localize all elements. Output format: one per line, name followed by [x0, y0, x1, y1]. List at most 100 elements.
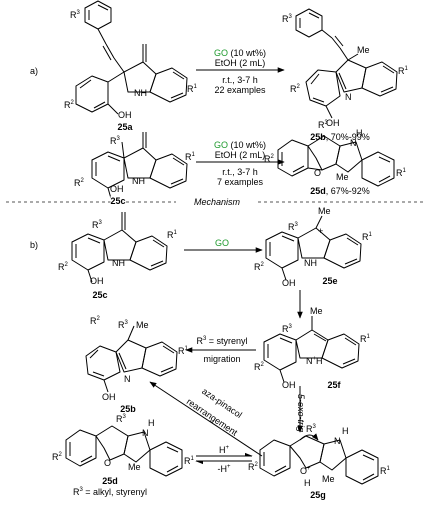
yield-25b: , 70%-99%	[325, 132, 370, 142]
r3-substituent: R3	[70, 10, 80, 20]
r2-25b-b: R2	[90, 316, 100, 326]
reagent-go: GO	[213, 48, 228, 58]
reagent-amount-2: (10 wt%)	[228, 140, 267, 150]
mechanism-title: Mechanism	[193, 197, 241, 207]
r3-25b-b: R3	[118, 320, 128, 330]
n-25d-a: N	[350, 138, 357, 148]
r2-25c-a: R2	[74, 178, 84, 188]
reagent-line-a1: GO (10 wt%)	[214, 48, 266, 58]
r2-text: R2	[64, 100, 74, 110]
me-25f: Me	[310, 306, 323, 316]
r1-25c-b: R1	[167, 230, 177, 240]
r2-25f: R2	[254, 362, 264, 372]
part-b-label: b)	[30, 240, 39, 250]
r3-25c-b: R3	[92, 220, 102, 230]
o-25g: O+	[300, 466, 311, 476]
scope-a2: 7 examples	[216, 177, 264, 187]
r3-note: R3 = alkyl, styrenyl	[72, 487, 148, 497]
oh-25b-b: OH	[102, 392, 116, 402]
compound-25b-label-b: 25b	[120, 404, 136, 414]
r1-25b: R1	[398, 66, 408, 76]
n-25b: N	[345, 92, 352, 102]
r1-25c-a: R1	[185, 152, 195, 162]
structure-25a	[75, 0, 188, 115]
n-25d-b: N	[142, 428, 149, 438]
r1-text: R1	[187, 84, 197, 94]
oh-label: OH	[118, 110, 132, 120]
reagent-go-2: GO	[213, 140, 228, 150]
r1-25d-b: R1	[184, 456, 194, 466]
minus-h-plus-label: -H+	[217, 464, 231, 474]
oh-25b: OH	[326, 118, 340, 128]
compound-25d-label-b: 25d	[102, 476, 118, 486]
r3-text: R3	[70, 10, 80, 20]
compound-25c-label-b: 25c	[92, 290, 108, 300]
oh-25c-a: OH	[110, 184, 124, 194]
structure-25c-b	[71, 212, 168, 283]
scope-a1: 22 examples	[214, 85, 266, 95]
r2-25b: R2	[290, 84, 300, 94]
compound-25c-label-a: 25c	[110, 196, 126, 206]
arrow-aza-pinacol	[149, 381, 263, 457]
r1-25f: R1	[360, 334, 370, 344]
h-25d-a: H	[356, 128, 363, 138]
o-25d-a: O	[314, 168, 322, 178]
compound-25a-label: 25a	[117, 122, 133, 132]
n-25b-b: N	[124, 374, 131, 384]
n-25f: N+H	[306, 356, 323, 366]
solvent-a1: EtOH (2 mL)	[214, 58, 266, 68]
plus-25e: +	[318, 226, 324, 236]
r3-25d-a: R3	[318, 120, 328, 130]
nh-25c-b: NH	[112, 258, 125, 268]
r3-25b: R3	[282, 14, 292, 24]
r2-25c-b: R2	[58, 262, 68, 272]
r1-25b-b: R1	[178, 346, 188, 356]
me-25b: Me	[357, 45, 370, 55]
exo-trig-label: 5-exo-trig	[296, 394, 306, 433]
r2-25d-b: R2	[52, 452, 62, 462]
compound-25b-label: 25b	[310, 132, 326, 142]
oh-25f: OH	[282, 380, 296, 390]
compound-25g-label: 25g	[310, 490, 326, 500]
me-25g: Me	[322, 474, 335, 484]
r3-25c-a: R3	[110, 136, 120, 146]
conditions-a2: r.t., 3-7 h	[222, 167, 258, 177]
r3-25d-b: R3	[116, 414, 126, 424]
r2-25e: R2	[254, 262, 264, 272]
product-25b-line: 25b, 70%-99%	[310, 132, 370, 142]
nh-25e: NH	[304, 258, 317, 268]
r2-25g: R2	[248, 462, 258, 472]
me-25b-b: Me	[136, 320, 149, 330]
r1-25d-a: R1	[396, 168, 406, 178]
r1-25g: R1	[380, 466, 390, 476]
r3-25e: R3	[288, 222, 298, 232]
structure-25b-a	[295, 8, 398, 119]
r1-substituent: R1	[187, 84, 197, 94]
compound-25e-label: 25e	[322, 276, 338, 286]
solvent-a2: EtOH (2 mL)	[214, 150, 266, 160]
reagent-line-a2: GO (10 wt%)	[214, 140, 266, 150]
reagent-go-b: GO	[214, 238, 230, 248]
r1-25e: R1	[362, 232, 372, 242]
n-25g: N	[334, 436, 341, 446]
h-25g: H	[342, 426, 349, 436]
conditions-a1: r.t., 3-7 h	[222, 75, 258, 85]
structure-25c-a	[91, 132, 188, 203]
oh-25c-b: OH	[90, 276, 104, 286]
structure-25f	[263, 316, 360, 383]
structure-25e	[265, 215, 362, 281]
r3-25f: R3	[282, 324, 292, 334]
migration-line1: R3 = styrenyl	[196, 336, 248, 346]
structure-25g	[259, 433, 379, 485]
compound-25f-label: 25f	[327, 380, 341, 390]
me-25d-b: Me	[128, 462, 141, 472]
yield-25d: , 67%-92%	[325, 186, 370, 196]
me-25d-a: Me	[336, 172, 349, 182]
compound-25d-label-a: 25d	[310, 186, 326, 196]
migration-line2: migration	[203, 354, 241, 364]
r2-substituent: R2	[64, 100, 74, 110]
h-25d-b: H	[148, 418, 155, 428]
structure-25b-b	[85, 325, 178, 393]
reagent-amount: (10 wt%)	[228, 48, 267, 58]
